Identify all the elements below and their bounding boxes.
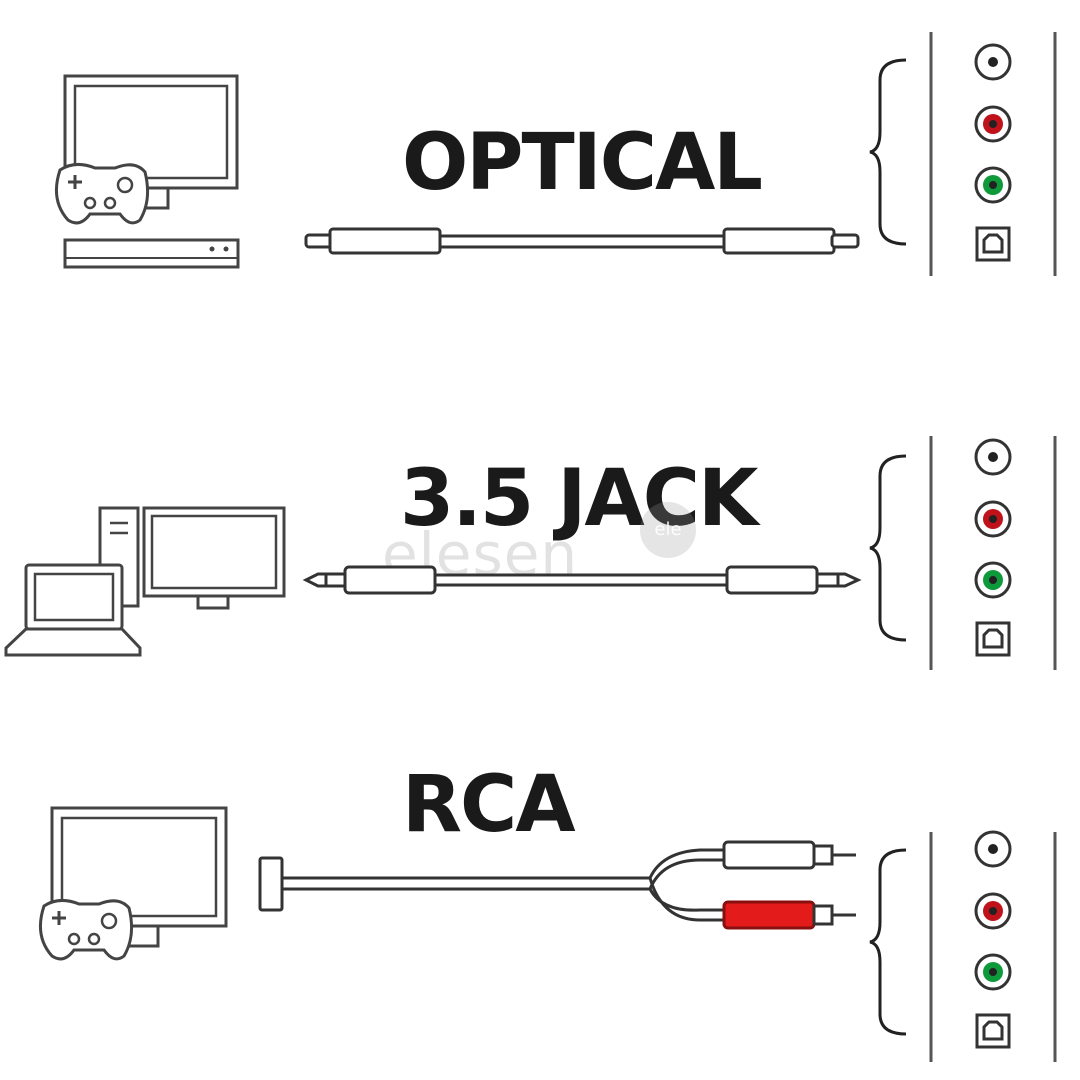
jack-cable — [302, 565, 862, 595]
audio-port-panel-1 — [974, 43, 1012, 262]
gamepad-icon — [54, 163, 150, 225]
jack-heading: 3.5 JACK — [400, 454, 758, 544]
monitor-icon — [142, 506, 286, 610]
rca-heading: RCA — [402, 760, 576, 850]
rca-cable — [258, 840, 856, 930]
audio-port-panel-3 — [974, 830, 1012, 1049]
gamepad-icon-2 — [38, 899, 134, 961]
optical-heading: OPTICAL — [402, 118, 763, 208]
audio-port-panel-2 — [974, 438, 1012, 657]
console-icon — [63, 238, 240, 269]
tv-icon-2 — [50, 806, 228, 948]
laptop-icon — [4, 563, 142, 657]
optical-cable — [304, 227, 860, 255]
watermark-badge: ele — [640, 502, 696, 558]
